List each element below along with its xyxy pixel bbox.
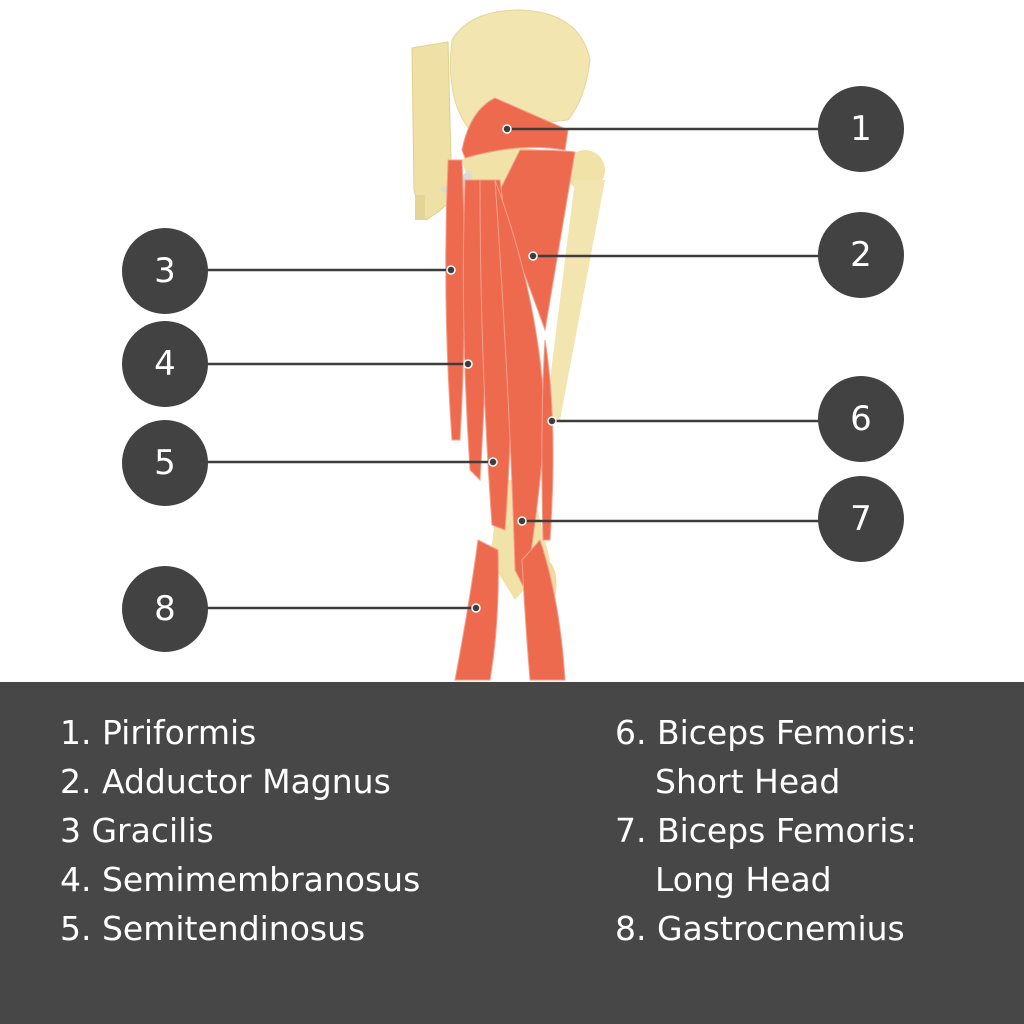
legend-item: 3 Gracilis xyxy=(60,811,214,850)
legend-item-continuation: Short Head xyxy=(655,762,841,801)
legend-right-column: 6. Biceps Femoris: Short Head 7. Biceps … xyxy=(615,708,917,953)
legend-item-continuation: Long Head xyxy=(655,860,832,899)
legend-item: 6. Biceps Femoris: xyxy=(615,713,917,752)
marker-1: 1 xyxy=(818,86,904,172)
hamstring-anatomy-illustration xyxy=(205,9,820,681)
gracilis-muscle xyxy=(445,159,466,441)
legend-item: 1. Piriformis xyxy=(60,713,257,752)
leader-dots xyxy=(446,124,557,613)
legend-left-column: 1. Piriformis 2. Adductor Magnus 3 Graci… xyxy=(60,708,420,953)
ilium xyxy=(449,9,591,131)
femur-shaft xyxy=(545,180,605,420)
legend-item: 5. Semitendinosus xyxy=(60,909,366,948)
biceps-short-head-muscle xyxy=(541,339,554,541)
legend-item: 7. Biceps Femoris: xyxy=(615,811,917,850)
legend-panel: 1. Piriformis 2. Adductor Magnus 3 Graci… xyxy=(0,682,1024,1024)
legend-item: 2. Adductor Magnus xyxy=(60,762,391,801)
marker-5: 5 xyxy=(122,420,208,506)
legend-item: 4. Semimembranosus xyxy=(60,860,421,899)
marker-6: 6 xyxy=(818,376,904,462)
sacrum xyxy=(411,41,453,221)
marker-7: 7 xyxy=(818,476,904,562)
biceps-long-head-muscle xyxy=(494,179,546,592)
coccyx xyxy=(415,195,425,220)
marker-2: 2 xyxy=(818,212,904,298)
marker-4: 4 xyxy=(122,321,208,407)
marker-3: 3 xyxy=(122,228,208,314)
leader-lines xyxy=(205,127,820,610)
muscles xyxy=(445,97,576,681)
legend-item: 8. Gastrocnemius xyxy=(615,909,905,948)
gastrocnemius-lateral-head xyxy=(521,539,566,681)
marker-8: 8 xyxy=(122,566,208,652)
